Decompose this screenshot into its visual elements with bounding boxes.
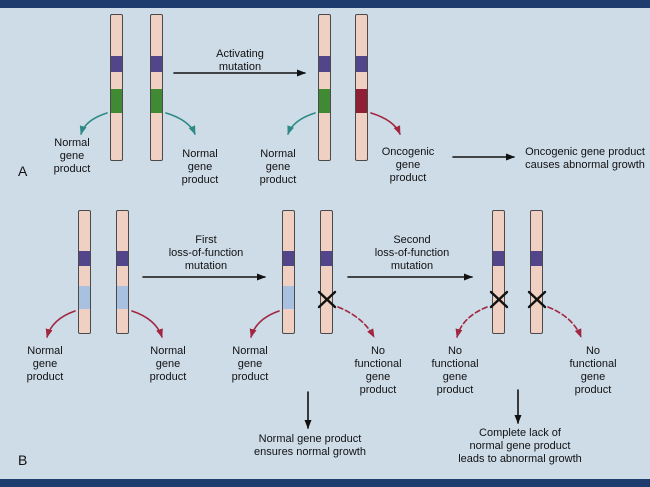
panel-b-label: B xyxy=(18,452,28,468)
chromosome-a3 xyxy=(318,14,331,161)
arrow-normal-product-a3 xyxy=(287,112,316,135)
marker-band xyxy=(117,251,128,266)
normal-gene-product-label: Normal gene product xyxy=(53,137,91,175)
chromosome-b4-mutated xyxy=(320,210,333,334)
arrow-oncogenic-product xyxy=(370,112,401,135)
marker-band xyxy=(493,251,504,266)
proto-oncogene-band xyxy=(111,89,122,113)
marker-band xyxy=(151,56,162,72)
first-mutation-label: First loss-of-function mutation xyxy=(168,234,244,272)
proto-oncogene-band xyxy=(319,89,330,113)
marker-band xyxy=(531,251,542,266)
chromosome-b3 xyxy=(282,210,295,334)
marker-band xyxy=(319,56,330,72)
second-mutation-label: Second loss-of-function mutation xyxy=(374,234,450,272)
oncogene-band xyxy=(356,89,367,113)
arrow-no-product-b1 xyxy=(337,306,375,338)
chromosome-b5-mutated xyxy=(492,210,505,334)
normal-gene-product-label: Normal gene product xyxy=(181,148,219,186)
marker-band xyxy=(321,251,332,266)
activating-mutation-label: Activating mutation xyxy=(216,48,264,73)
arrow-normal-product-a2 xyxy=(165,112,196,135)
chromosome-a4-mutated xyxy=(355,14,368,161)
arrow-normal-product-b3 xyxy=(249,310,280,338)
abnormal-growth-note: Complete lack of normal gene product lea… xyxy=(458,427,582,465)
arrow-no-product-b2 xyxy=(455,306,488,338)
no-functional-gene-product-label: No functional gene product xyxy=(354,345,402,396)
normal-growth-note: Normal gene product ensures normal growt… xyxy=(254,433,366,458)
normal-gene-product-label: Normal gene product xyxy=(149,345,187,383)
marker-band xyxy=(79,251,90,266)
panel-a-label: A xyxy=(18,163,28,179)
arrow-no-product-b3 xyxy=(547,306,582,338)
oncogenic-gene-product-label: Oncogenic gene product xyxy=(381,146,435,184)
no-functional-gene-product-label: No functional gene product xyxy=(569,345,617,396)
arrow-normal-product-b2 xyxy=(131,310,163,338)
arrow-normal-product-b1 xyxy=(45,310,76,338)
chromosome-b6-mutated xyxy=(530,210,543,334)
tumor-suppressor-band xyxy=(117,286,128,309)
top-border-bar xyxy=(0,0,650,8)
tumor-suppressor-band xyxy=(79,286,90,309)
normal-gene-product-label: Normal gene product xyxy=(26,345,64,383)
marker-band xyxy=(283,251,294,266)
abnormal-growth-note: Oncogenic gene product causes abnormal g… xyxy=(525,146,645,171)
normal-gene-product-label: Normal gene product xyxy=(231,345,269,383)
tumor-suppressor-band xyxy=(283,286,294,309)
normal-gene-product-label: Normal gene product xyxy=(259,148,297,186)
chromosome-a2 xyxy=(150,14,163,161)
arrow-normal-product-a1 xyxy=(79,112,108,135)
bottom-border-bar xyxy=(0,479,650,487)
marker-band xyxy=(111,56,122,72)
marker-band xyxy=(356,56,367,72)
chromosome-a1 xyxy=(110,14,123,161)
chromosome-b1 xyxy=(78,210,91,334)
proto-oncogene-band xyxy=(151,89,162,113)
no-functional-gene-product-label: No functional gene product xyxy=(431,345,479,396)
chromosome-b2 xyxy=(116,210,129,334)
